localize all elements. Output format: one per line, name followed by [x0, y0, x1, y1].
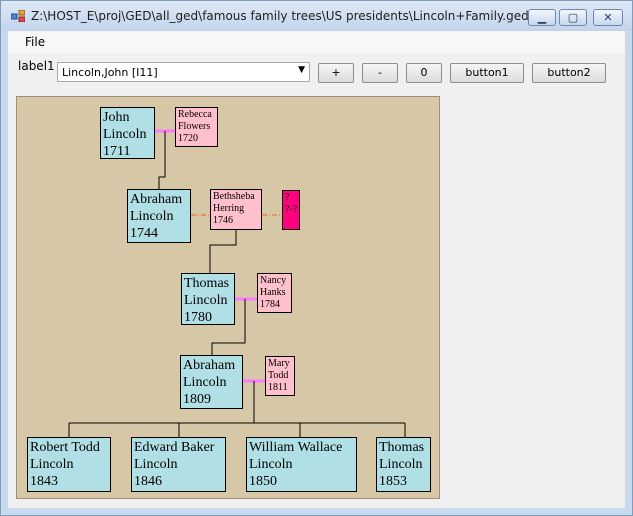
- person-last-name: Hanks: [260, 287, 286, 298]
- window-title: Z:\HOST_E\proj\GED\all_ged\famous family…: [31, 9, 529, 23]
- person-last-name: Lincoln: [130, 209, 174, 224]
- person-first-name: John: [103, 110, 130, 125]
- person-last-name: Lincoln: [184, 293, 228, 308]
- client-area: File label1 Lincoln,John [I11] ▼ + - 0 b…: [8, 31, 625, 508]
- person-first-name: Thomas: [379, 440, 425, 455]
- app-icon: [11, 10, 25, 22]
- person-abraham-lincoln-1744[interactable]: Abraham Lincoln 1744: [127, 189, 191, 243]
- minimize-button[interactable]: ▁: [528, 9, 556, 26]
- close-icon: ✕: [603, 11, 613, 24]
- menu-bar: File: [8, 31, 625, 53]
- person-birth-year: 1784: [260, 299, 280, 310]
- person-birth-year: 1744: [130, 226, 158, 241]
- person-first-name: Rebecca: [178, 109, 212, 120]
- person-first-name: Bethsheba: [213, 191, 255, 202]
- person-birth-year: 1846: [134, 474, 162, 489]
- maximize-icon: ▢: [567, 11, 579, 24]
- person-robert-todd-lincoln[interactable]: Robert Todd Lincoln 1843: [27, 437, 111, 492]
- person-last-name: Todd: [268, 370, 289, 381]
- person-thomas-lincoln-1780[interactable]: Thomas Lincoln 1780: [181, 273, 235, 325]
- person-first-name: William Wallace: [249, 440, 343, 455]
- person-birth-year: 1809: [183, 392, 211, 407]
- person-last-name: Lincoln: [30, 457, 74, 472]
- person-first-name: Mary: [268, 358, 290, 369]
- person-bethsheba-herring[interactable]: Bethsheba Herring 1746: [210, 189, 262, 230]
- person-first-name: Robert Todd: [30, 440, 100, 455]
- person-first-name: Abraham: [130, 192, 183, 207]
- person-birth-year: 1780: [184, 310, 212, 325]
- zoom-in-button[interactable]: +: [318, 63, 354, 83]
- person-birth-year: 1850: [249, 474, 277, 489]
- person-first-name: Thomas: [184, 276, 230, 291]
- person-birth-year: 1711: [103, 144, 131, 159]
- person-last-name: Herring: [213, 203, 245, 214]
- person-john-lincoln[interactable]: John Lincoln 1711: [100, 107, 155, 159]
- person-last-name: Flowers: [178, 121, 211, 132]
- person-birth-year: 1843: [30, 474, 58, 489]
- person-abraham-lincoln-1809[interactable]: Abraham Lincoln 1809: [180, 355, 243, 409]
- person-first-name: Abraham: [183, 358, 236, 373]
- tree-connector-lines: [68, 129, 406, 437]
- person-nancy-hanks[interactable]: Nancy Hanks 1784: [257, 273, 292, 313]
- button2[interactable]: button2: [532, 63, 606, 83]
- person-last-name: ?-?: [285, 204, 298, 215]
- zoom-out-button[interactable]: -: [362, 63, 398, 83]
- button1[interactable]: button1: [450, 63, 524, 83]
- title-bar[interactable]: Z:\HOST_E\proj\GED\all_ged\famous family…: [1, 1, 632, 31]
- close-button[interactable]: ✕: [593, 9, 623, 26]
- zoom-reset-button[interactable]: 0: [406, 63, 442, 83]
- person-first-name: ?: [285, 192, 290, 203]
- person-select[interactable]: Lincoln,John [I11] ▼: [57, 62, 310, 82]
- person-birth-year: 1746: [213, 215, 233, 226]
- person-last-name: Lincoln: [249, 457, 293, 472]
- menu-file[interactable]: File: [25, 35, 46, 49]
- person-william-wallace-lincoln[interactable]: William Wallace Lincoln 1850: [246, 437, 357, 492]
- family-tree-canvas[interactable]: John Lincoln 1711 Rebecca Flowers 1720 A…: [16, 96, 440, 499]
- person-birth-year: 1720: [178, 133, 198, 144]
- chevron-down-icon[interactable]: ▼: [298, 65, 305, 75]
- person-birth-year: 1811: [268, 382, 288, 393]
- person-last-name: Lincoln: [379, 457, 423, 472]
- person-thomas-lincoln-1853[interactable]: Thomas Lincoln 1853: [376, 437, 431, 492]
- person-unknown-spouse[interactable]: ? ?-?: [282, 190, 300, 230]
- maximize-button[interactable]: ▢: [559, 9, 587, 26]
- person-mary-todd[interactable]: Mary Todd 1811: [265, 356, 295, 396]
- person-last-name: Lincoln: [134, 457, 178, 472]
- person-last-name: Lincoln: [183, 375, 227, 390]
- person-first-name: Edward Baker: [134, 440, 215, 455]
- person-last-name: Lincoln: [103, 127, 147, 142]
- person-birth-year: 1853: [379, 474, 407, 489]
- person-first-name: Nancy: [260, 275, 287, 286]
- label1: label1: [18, 59, 55, 73]
- minimize-icon: ▁: [537, 11, 547, 24]
- person-select-value: Lincoln,John [I11]: [62, 66, 158, 79]
- person-rebecca-flowers[interactable]: Rebecca Flowers 1720: [175, 107, 218, 147]
- person-edward-baker-lincoln[interactable]: Edward Baker Lincoln 1846: [131, 437, 226, 492]
